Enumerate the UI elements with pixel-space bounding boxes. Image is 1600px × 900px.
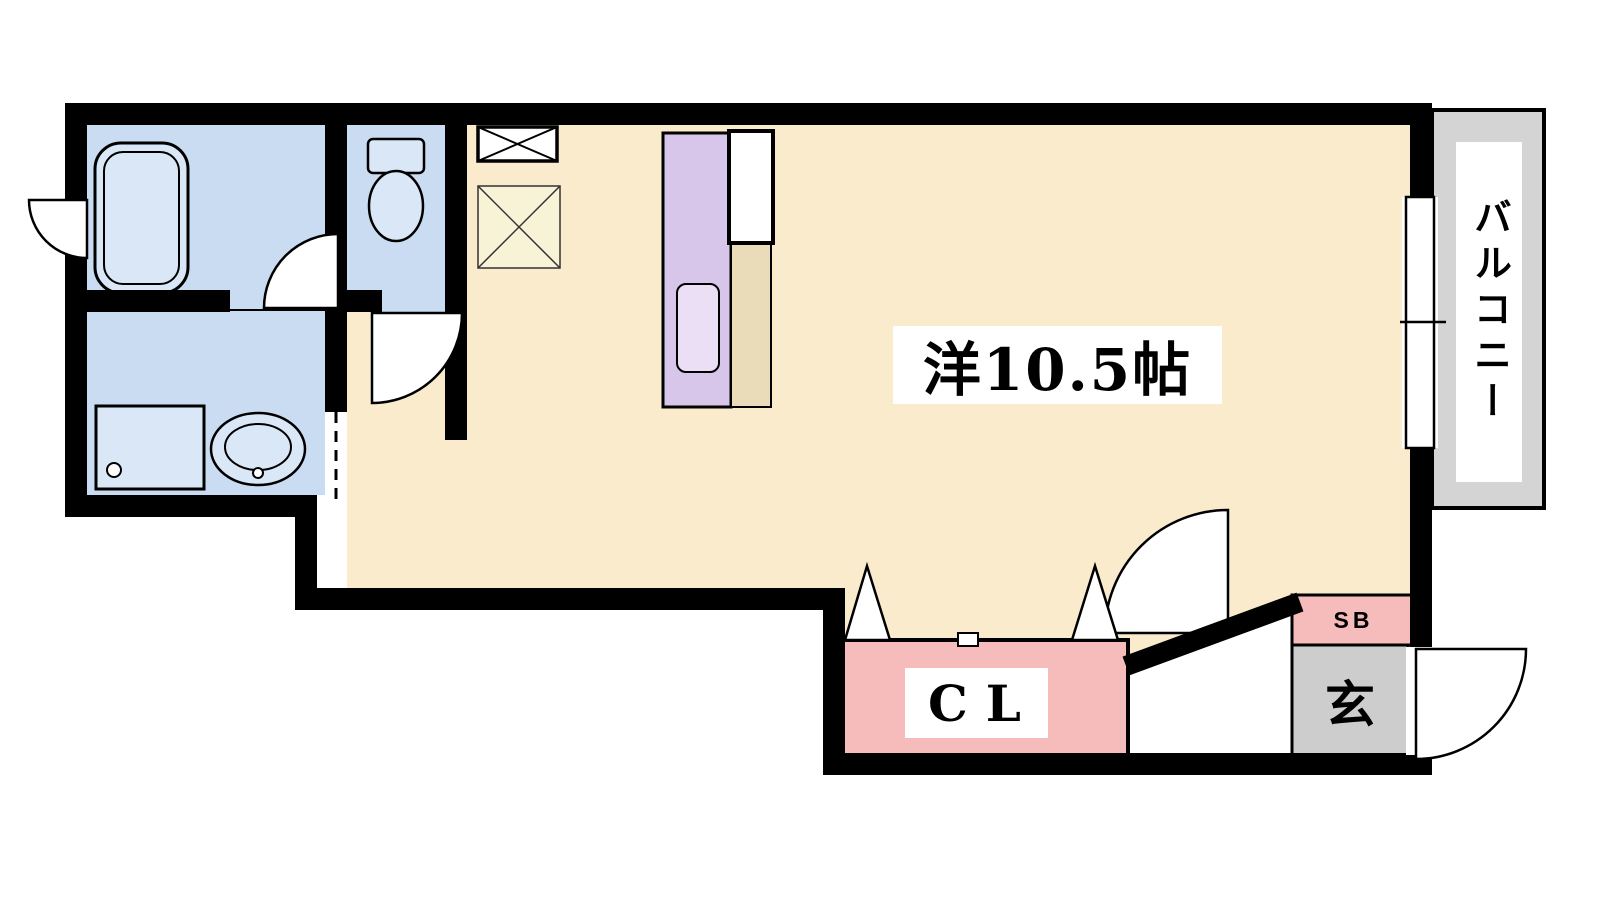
wall-washroom-right — [325, 312, 347, 412]
toilet-door-arc — [370, 311, 464, 405]
wall-diagonal — [1122, 592, 1304, 676]
bathroom-door-arc — [262, 232, 340, 310]
closet-door-triangle-right — [1070, 561, 1120, 642]
wall-closet-left — [823, 588, 845, 775]
balcony-label: バルコニー — [1456, 142, 1522, 482]
closet-label: CL — [905, 668, 1048, 738]
wall-bottom-left — [65, 495, 317, 517]
washbasin — [209, 411, 307, 487]
main-room-floor — [317, 125, 1410, 662]
refrigerator-space — [727, 129, 775, 245]
wall-top — [65, 103, 1432, 125]
closet-door-triangle-left — [843, 561, 892, 642]
wall-bottom-mid — [295, 588, 845, 610]
wall-jog — [295, 495, 317, 610]
balcony-window — [1400, 195, 1446, 450]
shower-pan — [94, 404, 206, 491]
kitchen-side-counter — [730, 242, 772, 408]
exterior-vent-door-arc — [27, 198, 89, 260]
kitchen-sink — [676, 283, 720, 373]
wall-bottom-right — [823, 753, 1432, 775]
front-door-arc — [1414, 647, 1528, 761]
shoe-box-label: SB — [1333, 606, 1374, 633]
toilet — [366, 137, 426, 243]
wall-toilet-right — [445, 103, 467, 440]
entrance-label: 玄 — [1325, 676, 1375, 733]
main-room-label: 洋10.5帖 — [893, 326, 1222, 404]
closet-door-divider — [957, 632, 979, 647]
wall-bath-washroom — [65, 290, 230, 312]
washer-pan — [477, 185, 561, 269]
vent-hatch-box — [476, 125, 559, 163]
entrance-box — [1290, 643, 1410, 757]
bathtub — [93, 141, 190, 295]
